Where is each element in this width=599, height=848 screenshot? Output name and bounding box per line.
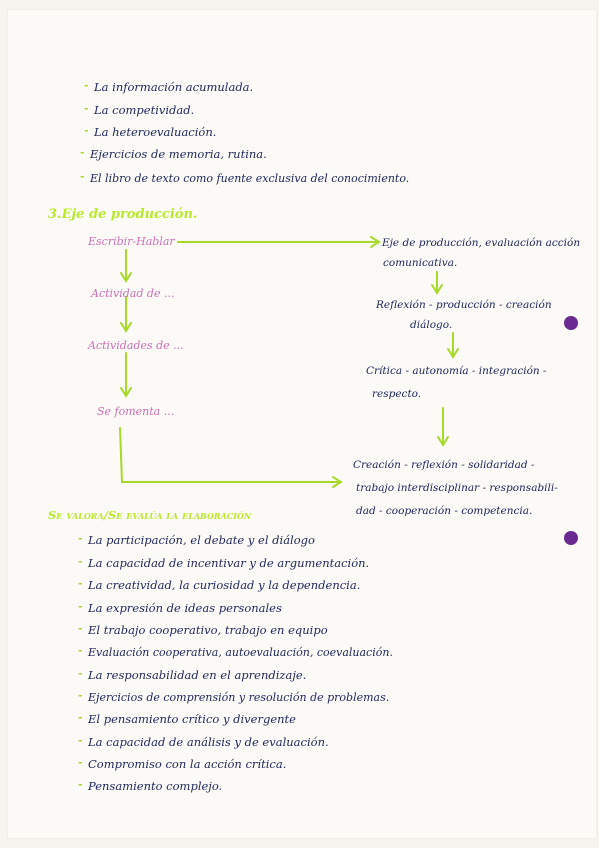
- bullet-dash: -: [78, 711, 83, 724]
- flow-text: Eje de producción, evaluación acción: [382, 237, 581, 249]
- list-item: Ejercicios de memoria, rutina.: [90, 147, 267, 161]
- list-item: La competividad.: [94, 103, 195, 117]
- section-title: Se valora/Se evalúa la elaboración: [48, 508, 252, 522]
- list-item: La heteroevaluación.: [94, 125, 217, 139]
- flow-node: Se fomenta ...: [97, 405, 175, 418]
- flow-node: Actividad de ...: [91, 287, 175, 300]
- flow-text: Crítica - autonomía - integración -: [366, 365, 547, 377]
- list-item: Pensamiento complejo.: [88, 779, 223, 793]
- binder-hole-top: [564, 316, 578, 330]
- binder-hole-bottom: [564, 531, 578, 545]
- bullet-dash: -: [84, 124, 89, 137]
- bullet-dash: -: [78, 778, 83, 791]
- list-item: Ejercicios de comprensión y resolución d…: [88, 691, 390, 704]
- bullet-dash: -: [78, 532, 83, 545]
- list-item: El trabajo cooperativo, trabajo en equip…: [88, 623, 328, 637]
- bullet-dash: -: [78, 577, 83, 590]
- list-item: La información acumulada.: [94, 80, 254, 94]
- section-title: 3.Eje de producción.: [48, 207, 198, 222]
- flow-text: trabajo interdisciplinar - responsabili-: [356, 482, 558, 494]
- flow-node: Actividades de ...: [88, 339, 184, 352]
- notebook-page: [8, 10, 596, 838]
- flow-node: Escribir-Hablar: [88, 235, 175, 248]
- list-item: La creatividad, la curiosidad y la depen…: [88, 578, 361, 592]
- list-item: La capacidad de análisis y de evaluación…: [88, 735, 329, 749]
- flow-text: respecto.: [372, 388, 422, 400]
- flow-text: Reflexión - producción - creación: [376, 299, 552, 311]
- list-item: El pensamiento crítico y divergente: [88, 712, 296, 726]
- bullet-dash: -: [78, 756, 83, 769]
- bullet-dash: -: [78, 622, 83, 635]
- list-item: La capacidad de incentivar y de argument…: [88, 556, 370, 570]
- list-item: Compromiso con la acción crítica.: [88, 757, 287, 771]
- list-item: Evaluación cooperativa, autoevaluación, …: [88, 646, 393, 659]
- bullet-dash: -: [78, 689, 83, 702]
- bullet-dash: -: [80, 146, 85, 159]
- bullet-dash: -: [78, 667, 83, 680]
- list-item: La participación, el debate y el diálogo: [88, 533, 315, 547]
- flow-text: dad - cooperación - competencia.: [356, 505, 533, 517]
- bullet-dash: -: [78, 644, 83, 657]
- bullet-dash: -: [78, 600, 83, 613]
- bullet-dash: -: [78, 734, 83, 747]
- flow-text: diálogo.: [410, 319, 453, 331]
- list-item: La expresión de ideas personales: [88, 601, 282, 615]
- flow-text: comunicativa.: [383, 257, 458, 269]
- list-item: La responsabilidad en el aprendizaje.: [88, 668, 307, 682]
- list-item: El libro de texto como fuente exclusiva …: [90, 172, 410, 185]
- bullet-dash: -: [84, 102, 89, 115]
- bullet-dash: -: [78, 555, 83, 568]
- bullet-dash: -: [80, 170, 85, 183]
- bullet-dash: -: [84, 79, 89, 92]
- flow-text: Creación - reflexión - solidaridad -: [353, 459, 535, 471]
